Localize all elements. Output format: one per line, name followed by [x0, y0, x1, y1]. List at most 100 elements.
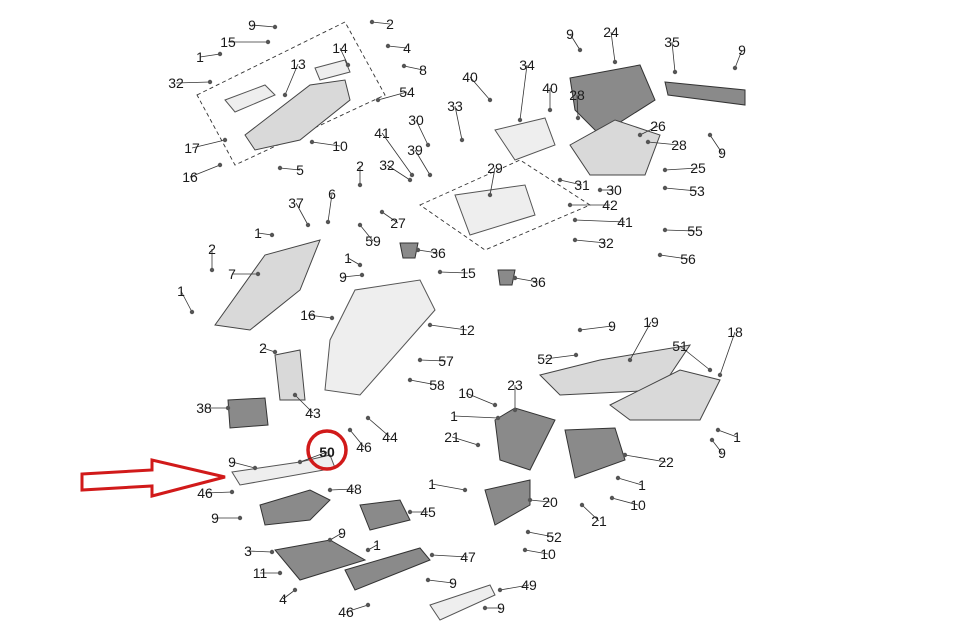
leader-line-p26	[639, 125, 659, 136]
callout-p35: 35	[664, 34, 680, 50]
fastener-p31	[557, 177, 563, 183]
leader-line-p19	[629, 321, 652, 361]
callout-p5: 5	[296, 162, 304, 178]
fastener-p14	[345, 62, 351, 68]
callout-p54: 54	[399, 84, 415, 100]
callout-p46b: 46	[197, 485, 213, 501]
callout-p1a: 1	[196, 49, 204, 65]
callout-p28b: 28	[671, 137, 687, 153]
callout-p16a: 16	[182, 169, 198, 185]
callout-p1c: 1	[344, 250, 352, 266]
callout-p6: 6	[328, 186, 336, 202]
leader-line-p43	[294, 394, 314, 414]
seat-assembly-group-box	[196, 21, 386, 166]
fastener-p2b	[357, 182, 363, 188]
callout-p49: 49	[521, 577, 537, 593]
fastener-p49	[497, 587, 503, 593]
leader-line-p46c	[345, 604, 369, 613]
callout-p25: 25	[690, 160, 706, 176]
fastener-p3	[269, 549, 275, 555]
lower-panel-20	[484, 479, 531, 526]
callout-p45: 45	[420, 504, 436, 520]
callout-p37: 37	[288, 195, 304, 211]
leader-line-p46a	[349, 429, 365, 448]
fastener-p32b	[407, 177, 413, 183]
callout-p8: 8	[419, 62, 427, 78]
fastener-p1g	[462, 487, 468, 493]
callout-p9d: 9	[718, 145, 726, 161]
leader-line-p9f	[579, 325, 613, 331]
leader-line-p32c	[574, 239, 607, 244]
fastener-p4b	[292, 587, 298, 593]
leader-line-p51	[679, 345, 711, 371]
fastener-p28a	[575, 115, 581, 121]
fastener-p37	[305, 222, 311, 228]
callout-p12: 12	[459, 322, 475, 338]
callout-p20: 20	[542, 494, 558, 510]
callout-p9i: 9	[211, 510, 219, 526]
fastener-p33	[459, 137, 465, 143]
leader-line-p34	[519, 64, 528, 121]
leader-line-p39	[414, 149, 431, 176]
leader-line-p1c	[347, 257, 361, 266]
fastener-p10b	[492, 402, 498, 408]
leader-line-p36a	[417, 249, 439, 254]
callout-p34: 34	[519, 57, 535, 73]
leader-line-p46b	[204, 491, 233, 494]
callout-p28a: 28	[569, 87, 585, 103]
callout-p48: 48	[346, 481, 362, 497]
leader-line-p28b	[647, 141, 680, 146]
leader-line-p9j	[329, 532, 343, 541]
callout-p2d: 2	[259, 340, 267, 356]
leader-line-p12	[429, 324, 468, 331]
leader-line-p2a	[371, 21, 391, 25]
fastener-p16a	[217, 162, 223, 168]
callout-p41a: 41	[374, 125, 390, 141]
leader-line-p4a	[387, 45, 408, 49]
callout-p24: 24	[603, 24, 619, 40]
callout-p23: 23	[507, 377, 523, 393]
leader-line-p53	[664, 187, 698, 192]
fastener-p9j	[327, 537, 333, 543]
leader-line-p9k	[427, 579, 454, 584]
fastener-p2d	[272, 349, 278, 355]
fastener-p10a	[309, 139, 315, 145]
fastener-p18	[717, 372, 723, 378]
callout-p14: 14	[332, 40, 348, 56]
fastener-p22	[622, 452, 628, 458]
fastener-p29	[487, 192, 493, 198]
callout-p18: 18	[727, 324, 743, 340]
fastener-p9i	[237, 515, 243, 521]
callout-p3: 3	[244, 543, 252, 559]
callout-p10a: 10	[332, 138, 348, 154]
callout-p47: 47	[460, 549, 476, 565]
callout-p32b: 32	[379, 157, 395, 173]
callout-p4b: 4	[279, 591, 287, 607]
callout-p1b: 1	[254, 225, 262, 241]
leader-line-p22	[624, 454, 667, 463]
leader-line-p32b	[386, 164, 411, 181]
fastener-p35	[672, 69, 678, 75]
fastener-p10d	[522, 547, 528, 553]
fastener-p10c	[609, 495, 615, 501]
callout-p22: 22	[658, 454, 674, 470]
leader-line-p9e	[342, 274, 363, 278]
leader-line-p59	[359, 224, 374, 242]
leader-line-p50	[299, 451, 328, 463]
inner-panel-23	[494, 407, 556, 471]
leader-line-p1a	[199, 53, 221, 58]
callout-p9g: 9	[718, 445, 726, 461]
leader-line-p15b	[439, 271, 469, 274]
callout-p1g: 1	[428, 476, 436, 492]
leader-line-p56	[659, 254, 689, 260]
frame-cover-12	[324, 279, 436, 396]
leader-line-p10b	[465, 392, 496, 406]
fastener-p21b	[579, 502, 585, 508]
fastener-p1b	[269, 232, 275, 238]
leader-line-p35	[671, 41, 676, 73]
fastener-p28b	[645, 139, 651, 145]
callout-p39: 39	[407, 142, 423, 158]
fastener-p53	[662, 185, 668, 191]
fastener-p15b	[437, 269, 443, 275]
